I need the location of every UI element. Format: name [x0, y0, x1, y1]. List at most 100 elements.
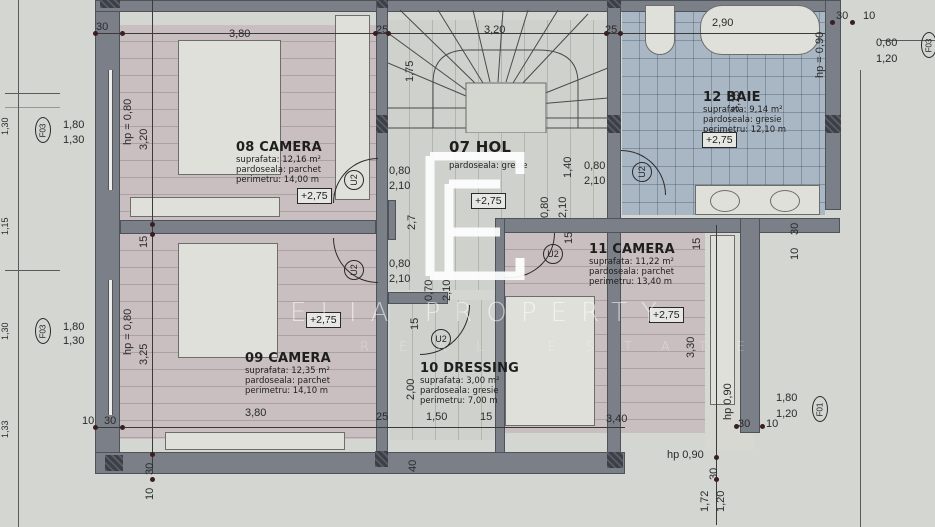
- bathtub: [700, 5, 820, 55]
- dim-hol-width: 3,20: [484, 24, 506, 36]
- grid-line: [5, 93, 60, 94]
- bed-09: [178, 243, 278, 358]
- window-f03-north: [108, 70, 113, 190]
- column: [377, 0, 388, 8]
- room-label-08-camera: 08 CAMERA suprafata: 12,16 m² pardoseala…: [236, 140, 322, 185]
- dim-dot: [714, 477, 719, 482]
- wall-east: [825, 0, 841, 210]
- dim-15: 15: [563, 231, 575, 244]
- dim-25: 25: [605, 24, 618, 36]
- dim-dot: [93, 425, 98, 430]
- wall-west: [95, 0, 120, 470]
- dim-dot: [386, 31, 391, 36]
- watermark-tagline: REAL ESTATE: [360, 340, 775, 355]
- dim-10: 10: [766, 418, 779, 430]
- dim-baie-width: 2,90: [712, 17, 734, 29]
- wall-dressing-north: [388, 292, 448, 304]
- dim-baie-hp: hp = 0,90: [814, 31, 826, 78]
- dim-dot: [618, 31, 623, 36]
- wall-hol-stub: [388, 200, 396, 240]
- room-area: suprafata: 12,35 m²: [245, 366, 330, 376]
- room-perimeter: perimetru: 12,10 m: [703, 125, 787, 135]
- dim-cam09-height: 3,25: [138, 343, 150, 365]
- wardrobe-11: [710, 235, 735, 405]
- dim-dot: [120, 425, 125, 430]
- dim-120: 1,20: [715, 490, 727, 512]
- dim-left-133: 1,33: [0, 420, 10, 438]
- room-flooring: pardoseala: parchet: [236, 165, 322, 175]
- dim-dot: [604, 31, 609, 36]
- wall-east-lower: [740, 218, 760, 433]
- room-label-10-dressing: 10 DRESSING suprafata: 3,00 m² pardoseal…: [420, 361, 519, 406]
- dim-dressing-height: 2,00: [405, 378, 417, 400]
- dim-f01-width: 1,80: [776, 392, 798, 404]
- column: [607, 0, 621, 8]
- column: [825, 115, 841, 133]
- column: [375, 451, 388, 467]
- dim-hp-090: hp 0,90: [667, 449, 704, 461]
- wall-south: [95, 452, 625, 474]
- dim-cam08-height: 3,20: [138, 128, 150, 150]
- wall-mid-right: [607, 0, 621, 470]
- dim-stair-length: 1,75: [404, 60, 416, 82]
- window-f03-south: [108, 280, 113, 415]
- room-area: suprafata: 12,16 m²: [236, 155, 321, 165]
- dim-cam09-hp: hp = 0,80: [122, 308, 134, 355]
- door-tag-08: U2: [344, 170, 364, 190]
- grid-line: [5, 107, 60, 108]
- dim-25: 25: [376, 411, 389, 423]
- dim-15: 15: [691, 237, 703, 250]
- dim-dot: [150, 452, 155, 457]
- dim-10: 10: [789, 247, 801, 260]
- dim-cam09-width: 3,80: [245, 407, 267, 419]
- dim-30: 30: [836, 10, 849, 22]
- dim-25: 25: [376, 24, 389, 36]
- dim-window-top-height: 1,20: [876, 53, 898, 65]
- sink-left: [710, 190, 740, 212]
- radiator-08: [130, 197, 280, 217]
- dim-30: 30: [96, 21, 109, 33]
- dim-door-height: 2,10: [389, 273, 411, 285]
- level-marker-12: +2,75: [702, 132, 737, 148]
- room-title: 08 CAMERA: [236, 140, 322, 155]
- dim-door-height: 2,10: [584, 175, 606, 187]
- dim-f03-width: 1,80: [63, 321, 85, 333]
- dim-30: 30: [789, 222, 801, 235]
- column: [607, 452, 623, 468]
- dim-door-width: 0,80: [389, 165, 411, 177]
- dim-30: 30: [738, 418, 751, 430]
- dim-door-width: 0,80: [389, 258, 411, 270]
- room-perimeter: perimetru: 7,00 m: [420, 396, 498, 406]
- dimension-line-top: [95, 33, 825, 34]
- dim-dot: [714, 455, 719, 460]
- dim-dot: [734, 424, 739, 429]
- dim-dot: [760, 424, 765, 429]
- dimension-line-bottom: [95, 427, 625, 428]
- room-flooring: pardoseala: gresie: [449, 161, 528, 171]
- dim-cam11-width: 3,40: [606, 413, 628, 425]
- dim-172: 1,72: [699, 490, 711, 512]
- dim-15: 15: [480, 411, 493, 423]
- level-marker-11: +2,75: [649, 307, 684, 323]
- dim-dot: [150, 222, 155, 227]
- room-flooring: pardoseala: parchet: [245, 376, 331, 386]
- grid-line: [880, 40, 935, 41]
- dim-dot: [150, 232, 155, 237]
- dim-left-115: 1,15: [0, 217, 10, 235]
- dim-door-height: 2,10: [557, 196, 569, 218]
- room-label-12-baie: 12 BAIE suprafata: 9,14 m² pardoseala: g…: [703, 90, 786, 135]
- grid-line: [5, 270, 60, 271]
- dim-left-130: 1,30: [0, 117, 10, 135]
- dim-f03-height: 1,30: [63, 335, 85, 347]
- dim-cam08-width: 3,80: [229, 28, 251, 40]
- sink-right: [770, 190, 800, 212]
- column: [376, 115, 388, 133]
- dim-f01-height: 1,20: [776, 408, 798, 420]
- watermark-brand: ELIA PROPERTY: [290, 298, 671, 328]
- dim-f03-height: 1,30: [63, 134, 85, 146]
- dim-left-130: 1,30: [0, 322, 10, 340]
- level-marker-09: +2,75: [306, 312, 341, 328]
- dim-10: 10: [144, 487, 156, 500]
- room-title: 10 DRESSING: [420, 361, 520, 376]
